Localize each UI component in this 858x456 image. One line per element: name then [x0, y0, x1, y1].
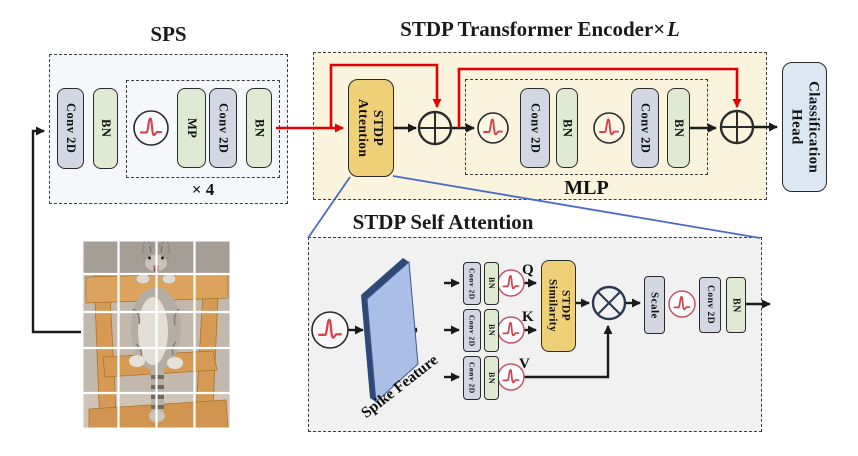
classification-line1: Classification [805, 80, 822, 174]
k-conv2d-label: Conv 2D [467, 314, 477, 347]
sps-bn2-block: BN [246, 88, 272, 168]
spike-icon [133, 110, 169, 146]
sps-mp-block: MP [177, 88, 206, 168]
v-conv2d-block: Conv 2D [463, 356, 481, 400]
spike-icon [593, 112, 625, 144]
sps-bn2-label: BN [252, 118, 267, 138]
spike-icon [497, 269, 525, 297]
scale-label: Scale [648, 291, 661, 319]
cat-photo [80, 238, 233, 431]
sps-bn-label: BN [99, 119, 113, 138]
mlp-label: MLP [564, 177, 609, 199]
mlp-conv2d-block: Conv 2D [520, 88, 550, 168]
q-bn-block: BN [484, 262, 499, 305]
residual-arrow-2 [457, 67, 742, 128]
q-conv2d-label: Conv 2D [467, 267, 477, 300]
multiply-icon [591, 285, 627, 321]
self-attention-title: STDP Self Attention [352, 210, 534, 234]
encoder-title: STDP Transformer Encoder× L [313, 17, 767, 42]
residual-arrows [276, 63, 742, 133]
add-icon [417, 110, 453, 146]
out-conv2d-block: Conv 2D [699, 277, 721, 333]
stdp-similarity-line2: Similarity [546, 279, 559, 333]
classification-head-block: Classification Head [782, 62, 827, 192]
stdp-similarity-line1: STDP [559, 290, 572, 322]
q-conv2d-block: Conv 2D [463, 262, 481, 305]
stdp-similarity-block: STDP Similarity [541, 260, 576, 352]
k-label: K [522, 309, 534, 325]
stdp-attention-block: STDP Attention [348, 79, 394, 177]
out-bn-label: BN [730, 297, 742, 313]
stdp-similarity-label: STDP Similarity [546, 279, 572, 332]
k-conv2d-block: Conv 2D [463, 309, 481, 352]
patch-grid [80, 238, 233, 431]
spike-feature-plane [361, 258, 419, 404]
input-image [80, 238, 233, 431]
encoder-title-text: STDP Transformer Encoder× [400, 17, 666, 41]
add-icon [719, 109, 755, 145]
sps-bn-block: BN [93, 88, 118, 169]
stdp-attention-label: STDP Attention [356, 99, 386, 157]
zoom-indicator-lines [307, 175, 761, 239]
sps-title: SPS [150, 22, 187, 46]
mlp-conv2d2-block: Conv 2D [631, 88, 659, 168]
classification-head-label: Classification Head [788, 81, 822, 173]
sps-conv2d-block: Conv 2D [57, 88, 84, 169]
mlp-conv2d2-label: Conv 2D [638, 102, 653, 154]
mlp-conv2d-label: Conv 2D [528, 102, 543, 154]
stdp-attention-line2: Attention [356, 98, 371, 158]
input-arrow [31, 126, 81, 334]
classification-line2: Head [788, 109, 805, 145]
mlp-bn2-block: BN [667, 88, 690, 168]
spike-icon [311, 311, 349, 349]
stdp-attention-line1: STDP [371, 109, 387, 147]
sps-mp-label: MP [185, 117, 199, 139]
spike-icon [668, 290, 696, 318]
v-bn-label: BN [487, 371, 496, 385]
k-bn-label: BN [487, 324, 496, 337]
sps-conv2d-label: Conv 2D [64, 103, 78, 154]
mlp-bn-label: BN [560, 118, 575, 138]
v-conv2d-label: Conv 2D [467, 362, 477, 394]
spike-icon [477, 112, 509, 144]
v-bn-block: BN [484, 356, 499, 400]
out-conv2d-label: Conv 2D [705, 285, 715, 325]
k-bn-block: BN [484, 309, 499, 352]
sps-conv2d2-block: Conv 2D [209, 88, 237, 168]
q-label: Q [522, 262, 534, 278]
spike-icon [497, 316, 525, 344]
scale-block: Scale [644, 276, 665, 334]
encoder-title-var: L [667, 17, 680, 41]
q-bn-label: BN [487, 277, 496, 290]
sps-conv2d2-label: Conv 2D [216, 102, 231, 154]
residual-arrow-1 [329, 63, 442, 128]
mlp-bn2-label: BN [672, 118, 686, 138]
mlp-bn-block: BN [556, 88, 578, 168]
out-bn-block: BN [726, 277, 746, 333]
v-path-arrow [524, 325, 613, 379]
spike-icon [497, 363, 525, 391]
sps-repeat-label: × 4 [191, 180, 215, 199]
v-label: V [519, 356, 530, 372]
